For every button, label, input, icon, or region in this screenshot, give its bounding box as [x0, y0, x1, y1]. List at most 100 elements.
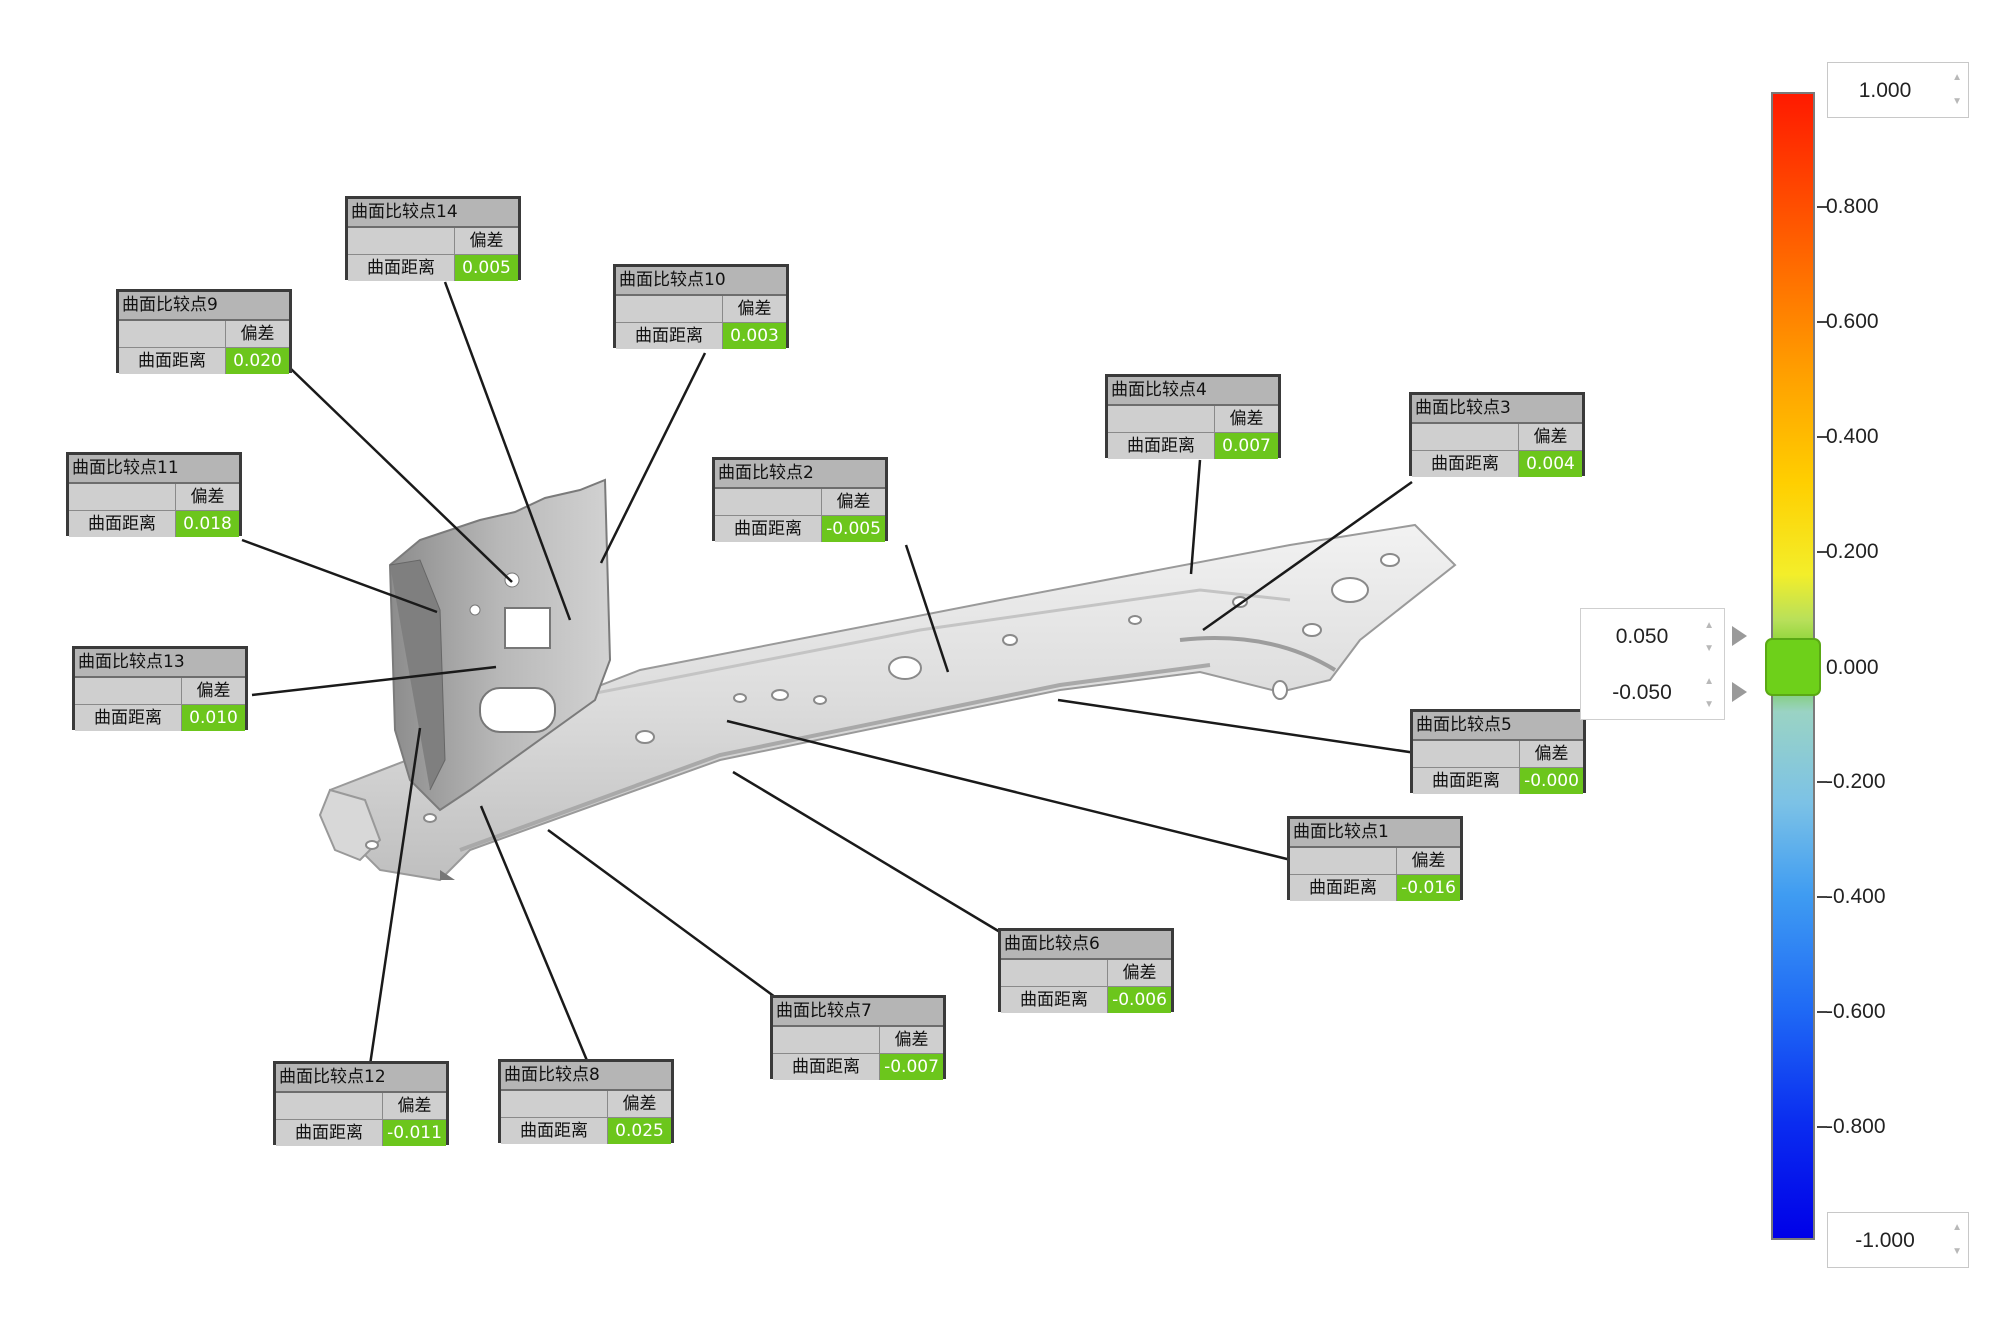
callout-point-1[interactable]: 曲面比较点1 偏差 曲面距离-0.016: [1287, 816, 1463, 901]
spin-up-icon[interactable]: ▲: [1704, 620, 1714, 631]
deviation-header: 偏差: [723, 296, 786, 322]
scale-max-input[interactable]: 1.000 ▲ ▼: [1827, 62, 1969, 118]
deviation-value: 0.018: [176, 511, 239, 537]
scale-tick: [1817, 551, 1827, 553]
callout-title: 曲面比较点12: [276, 1064, 446, 1093]
surface-distance-label: 曲面距离: [773, 1054, 880, 1080]
deviation-header: 偏差: [822, 489, 885, 515]
scale-tick: [1817, 781, 1827, 783]
spin-up-icon[interactable]: ▲: [1952, 72, 1962, 83]
scale-tick-label: 0.000: [1826, 656, 1879, 679]
scale-min-value: -1.000: [1855, 1229, 1915, 1252]
deviation-header: 偏差: [1108, 960, 1171, 986]
scale-tick-label: -0.800: [1826, 1115, 1886, 1138]
deviation-value: 0.010: [182, 705, 245, 731]
deviation-value: 0.003: [723, 323, 786, 349]
surface-distance-label: 曲面距离: [1290, 875, 1397, 901]
deviation-header: 偏差: [176, 484, 239, 510]
surface-distance-label: 曲面距离: [1001, 987, 1108, 1013]
lower-tolerance-arrow-icon[interactable]: [1732, 682, 1747, 702]
upper-tolerance-arrow-icon[interactable]: [1732, 626, 1747, 646]
spin-down-icon[interactable]: ▼: [1704, 699, 1714, 710]
scale-min-input[interactable]: -1.000 ▲ ▼: [1827, 1212, 1969, 1268]
scale-tick: [1817, 206, 1827, 208]
scale-tick-label: -0.200: [1826, 770, 1886, 793]
callout-title: 曲面比较点10: [616, 267, 786, 296]
callout-title: 曲面比较点11: [69, 455, 239, 484]
surface-distance-label: 曲面距离: [1413, 768, 1520, 794]
deviation-header: 偏差: [880, 1027, 943, 1053]
scale-tick-label: -0.400: [1826, 885, 1886, 908]
deviation-header: 偏差: [1397, 848, 1460, 874]
deviation-value: 0.004: [1519, 451, 1582, 477]
scale-tick: [1817, 1126, 1827, 1128]
scale-tick-label: 0.400: [1826, 425, 1879, 448]
callout-title: 曲面比较点13: [75, 649, 245, 678]
deviation-header: 偏差: [1520, 741, 1583, 767]
deviation-value: -0.006: [1108, 987, 1171, 1013]
deviation-header: 偏差: [1215, 406, 1278, 432]
spin-up-icon[interactable]: ▲: [1704, 676, 1714, 687]
scale-tick: [1817, 1011, 1827, 1013]
callout-title: 曲面比较点9: [119, 292, 289, 321]
scale-tick-label: -0.600: [1826, 1000, 1886, 1023]
surface-distance-label: 曲面距离: [501, 1118, 608, 1144]
callout-point-12[interactable]: 曲面比较点12 偏差 曲面距离-0.011: [273, 1061, 449, 1146]
callout-point-2[interactable]: 曲面比较点2 偏差 曲面距离-0.005: [712, 457, 888, 542]
callout-point-6[interactable]: 曲面比较点6 偏差 曲面距离-0.006: [998, 928, 1174, 1013]
leader-lines: [241, 281, 1417, 1066]
deviation-value: -0.000: [1520, 768, 1583, 794]
deviation-value: -0.005: [822, 516, 885, 542]
deviation-value: 0.005: [455, 255, 518, 281]
tolerance-inputs[interactable]: 0.050 ▲ ▼ -0.050 ▲ ▼: [1580, 608, 1725, 720]
lower-tolerance-value[interactable]: -0.050: [1612, 681, 1672, 704]
callout-point-5[interactable]: 曲面比较点5 偏差 曲面距离-0.000: [1410, 709, 1586, 794]
deviation-header: 偏差: [182, 678, 245, 704]
callout-title: 曲面比较点3: [1412, 395, 1582, 424]
deviation-value: -0.007: [880, 1054, 943, 1080]
surface-distance-label: 曲面距离: [1108, 433, 1215, 459]
spin-down-icon[interactable]: ▼: [1952, 96, 1962, 107]
scale-tick: [1817, 896, 1827, 898]
deviation-value: -0.011: [383, 1120, 446, 1146]
callout-title: 曲面比较点8: [501, 1062, 671, 1091]
spin-up-icon[interactable]: ▲: [1952, 1222, 1962, 1233]
callout-point-7[interactable]: 曲面比较点7 偏差 曲面距离-0.007: [770, 995, 946, 1080]
tolerance-range-handle[interactable]: [1765, 638, 1821, 696]
surface-distance-label: 曲面距离: [75, 705, 182, 731]
deviation-header: 偏差: [1519, 424, 1582, 450]
callout-title: 曲面比较点7: [773, 998, 943, 1027]
callout-title: 曲面比较点14: [348, 199, 518, 228]
spin-down-icon[interactable]: ▼: [1704, 643, 1714, 654]
surface-distance-label: 曲面距离: [69, 511, 176, 537]
upper-tolerance-value[interactable]: 0.050: [1615, 625, 1669, 648]
scale-tick-label: 0.800: [1826, 195, 1879, 218]
scale-tick: [1817, 321, 1827, 323]
deviation-value: -0.016: [1397, 875, 1460, 901]
scale-tick-label: 0.200: [1826, 540, 1879, 563]
deviation-header: 偏差: [226, 321, 289, 347]
pillar-body: [388, 478, 612, 812]
callout-title: 曲面比较点2: [715, 460, 885, 489]
surface-distance-label: 曲面距离: [715, 516, 822, 542]
scale-tick-label: 0.600: [1826, 310, 1879, 333]
callout-title: 曲面比较点1: [1290, 819, 1460, 848]
deviation-header: 偏差: [455, 228, 518, 254]
callout-title: 曲面比较点4: [1108, 377, 1278, 406]
callout-title: 曲面比较点6: [1001, 931, 1171, 960]
part-model[interactable]: [0, 0, 1760, 1333]
callout-title: 曲面比较点5: [1413, 712, 1583, 741]
surface-distance-label: 曲面距离: [616, 323, 723, 349]
scale-tick: [1817, 436, 1827, 438]
deviation-value: 0.025: [608, 1118, 671, 1144]
spin-down-icon[interactable]: ▼: [1952, 1246, 1962, 1257]
